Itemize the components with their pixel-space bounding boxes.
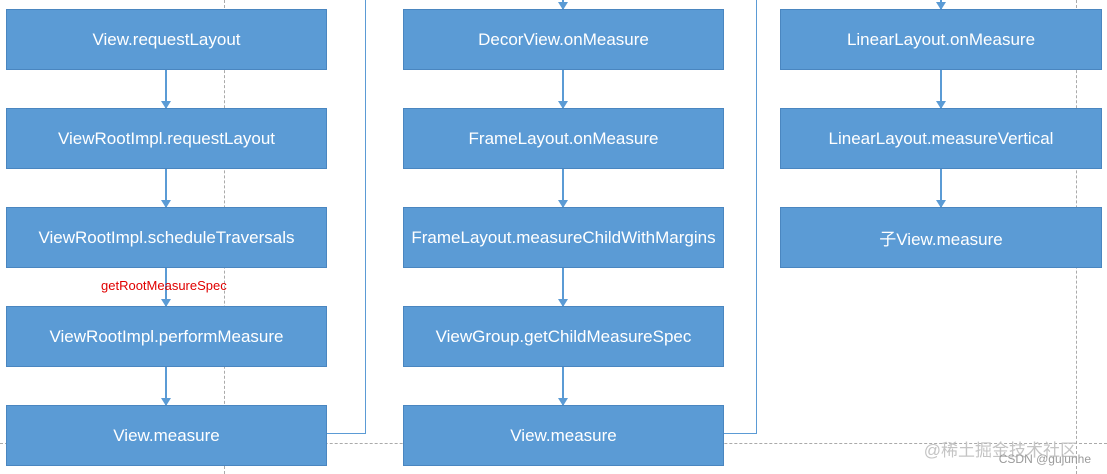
node-viewrootimpl-request-layout: ViewRootImpl.requestLayout (6, 108, 327, 169)
node-viewrootimpl-schedule-traversals: ViewRootImpl.scheduleTraversals (6, 207, 327, 268)
flow-arrow (161, 367, 171, 406)
connector-col2-v (756, 0, 757, 434)
node-view-measure-2: View.measure (403, 405, 724, 466)
node-viewgroup-get-child-measure-spec: ViewGroup.getChildMeasureSpec (403, 306, 724, 367)
node-child-view-measure: 子View.measure (780, 207, 1102, 268)
flow-arrow (558, 70, 568, 109)
node-viewrootimpl-perform-measure: ViewRootImpl.performMeasure (6, 306, 327, 367)
incoming-arrow-col2 (558, 0, 568, 10)
node-view-request-layout: View.requestLayout (6, 9, 327, 70)
node-framelayout-on-measure: FrameLayout.onMeasure (403, 108, 724, 169)
flow-arrow (161, 70, 171, 109)
flow-arrow (936, 169, 946, 208)
watermark-juejin: @稀土掘金技术社区 (923, 441, 1077, 460)
flow-arrow (161, 268, 171, 307)
connector-col2-h (724, 433, 757, 434)
node-framelayout-measure-child-with-margins: FrameLayout.measureChildWithMargins (403, 207, 724, 268)
flow-arrow (558, 169, 568, 208)
connector-col1-h (327, 433, 366, 434)
flow-arrow (558, 268, 568, 307)
edge-label-get-root-measure-spec: getRootMeasureSpec (101, 278, 227, 293)
watermark-csdn: CSDN @gujunhe (998, 452, 1091, 466)
node-decorview-on-measure: DecorView.onMeasure (403, 9, 724, 70)
node-linearlayout-measure-vertical: LinearLayout.measureVertical (780, 108, 1102, 169)
flow-arrow (558, 367, 568, 406)
node-linearlayout-on-measure: LinearLayout.onMeasure (780, 9, 1102, 70)
incoming-arrow-col3 (936, 0, 946, 10)
connector-col1-v (365, 0, 366, 434)
flow-arrow (936, 70, 946, 109)
node-view-measure-1: View.measure (6, 405, 327, 466)
flow-arrow (161, 169, 171, 208)
